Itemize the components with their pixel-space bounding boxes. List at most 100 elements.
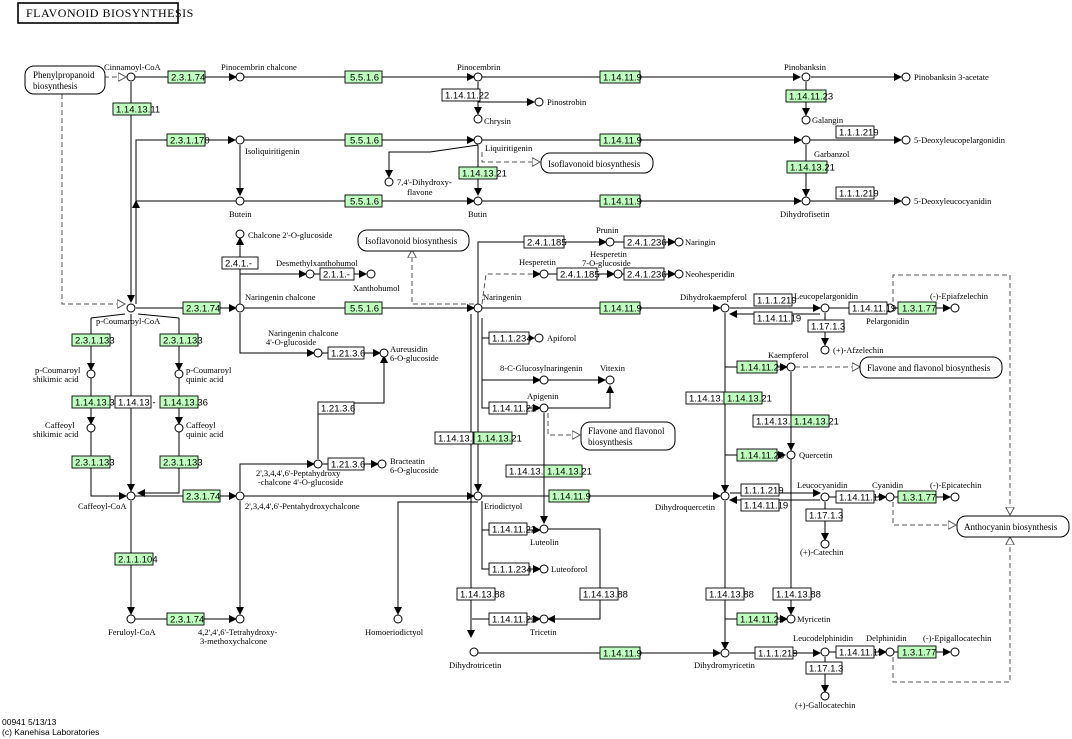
enzyme-box[interactable]: 1.1.1.234: [488, 331, 532, 345]
enzyme-box[interactable]: 2.4.1.185: [523, 235, 567, 249]
map-anthocyanin[interactable]: Anthocyanin biosynthesis: [956, 515, 1070, 538]
ec-number: 1.3.1.77: [902, 493, 936, 504]
enzyme-box[interactable]: 1.14.13.88: [705, 587, 754, 601]
enzyme-box[interactable]: 1.14.11.23: [785, 89, 833, 103]
enzyme-box[interactable]: 1.14.13.88: [434, 431, 483, 445]
enzyme-box[interactable]: 2.3.1.133: [159, 333, 203, 347]
enzyme-box[interactable]: 2.3.1.74: [182, 301, 221, 315]
enzyme-box[interactable]: 1.21.3.6: [327, 457, 365, 471]
enzyme-box[interactable]: 2.3.1.133: [71, 333, 115, 347]
enzyme-box[interactable]: 1.14.11.22: [488, 401, 536, 415]
enzyme-box[interactable]: 1.1.1.219: [835, 125, 879, 139]
compound-label: Delphinidin: [866, 633, 907, 643]
enzyme-box[interactable]: 1.17.1.3: [805, 661, 843, 675]
enzyme-box[interactable]: 1.3.1.77: [897, 490, 937, 504]
enzyme-box[interactable]: 1.14.11.22: [488, 612, 536, 626]
enzyme-box[interactable]: 1.14.13.-: [114, 395, 156, 409]
enzyme-box[interactable]: 5.5.1.6: [344, 194, 383, 208]
enzyme-box[interactable]: 1.14.11.9: [599, 70, 642, 84]
enzyme-box[interactable]: 5.5.1.6: [344, 133, 383, 147]
compound-label: Kaempferol: [768, 350, 809, 360]
map-flavone-a[interactable]: Flavone and flavonol biosynthesis: [859, 356, 1003, 379]
enzyme-box[interactable]: 1.14.13.21: [723, 391, 772, 405]
enzyme-box[interactable]: 1.21.3.6: [317, 401, 355, 415]
enzyme-box[interactable]: 1.14.11.23: [736, 448, 784, 462]
ec-number: 1.14.13.21: [727, 394, 772, 405]
ec-number: 1.14.13.21: [462, 169, 507, 180]
enzyme-box[interactable]: 1.1.1.219: [753, 293, 797, 307]
enzyme-box[interactable]: 1.14.11.19: [740, 498, 788, 512]
enzyme-box[interactable]: 1.14.13.21: [786, 160, 835, 174]
enzyme-box[interactable]: 2.3.1.74: [182, 489, 221, 503]
node-caffeoyl-quinic: [174, 423, 184, 433]
map-label: Flavone and flavonol biosynthesis: [867, 363, 991, 373]
node-pinobanksin-3-acetate: [901, 72, 911, 82]
enzyme-box[interactable]: 1.14.13.21: [790, 414, 839, 428]
enzyme-box[interactable]: 1.3.1.77: [897, 301, 937, 315]
enzyme-box[interactable]: 1.14.11.22: [441, 88, 489, 102]
enzyme-box[interactable]: 2.4.1.236: [623, 235, 667, 249]
ec-number: 1.14.11.22: [492, 525, 536, 536]
map-flavone-b[interactable]: Flavone and flavonol biosynthesis: [580, 421, 676, 451]
enzyme-box[interactable]: 1.14.13.21: [458, 166, 507, 180]
compound-label: Butin: [468, 209, 488, 219]
enzyme-box[interactable]: 1.14.11.19: [835, 645, 883, 659]
enzyme-box[interactable]: 2.4.1.-: [221, 256, 259, 270]
enzyme-box[interactable]: 1.14.11.9: [599, 133, 642, 147]
compound-label: Caffeoyl: [186, 420, 216, 430]
ec-number: 1.1.1.219: [839, 128, 879, 139]
enzyme-box[interactable]: 1.21.3.6: [327, 346, 365, 360]
enzyme-box[interactable]: 5.5.1.6: [344, 301, 383, 315]
enzyme-box[interactable]: 1.14.11.9: [599, 194, 642, 208]
enzyme-box[interactable]: 1.14.13.88: [456, 587, 505, 601]
enzyme-box[interactable]: 1.14.11.19: [835, 490, 883, 504]
compound-label: (+)-Catechin: [800, 547, 844, 557]
enzyme-box[interactable]: 2.4.1.185: [556, 267, 600, 281]
enzyme-box[interactable]: 1.17.1.3: [807, 319, 845, 333]
enzyme-box[interactable]: 2.3.1.74: [167, 70, 206, 84]
enzyme-box[interactable]: 1.14.11.23: [736, 612, 784, 626]
enzyme-box[interactable]: 1.14.11.22: [488, 522, 536, 536]
ec-number: 1.1.1.219: [744, 486, 784, 497]
enzyme-box[interactable]: 1.14.11.19: [848, 301, 896, 315]
ec-number: 1.14.13.21: [794, 417, 839, 428]
enzyme-box[interactable]: 1.14.13.88: [772, 587, 821, 601]
enzyme-box[interactable]: 1.1.1.219: [740, 483, 784, 497]
enzyme-box[interactable]: 2.3.1.170: [166, 133, 210, 147]
enzyme-box[interactable]: 1.14.13.36: [159, 395, 208, 409]
enzyme-box[interactable]: 1.14.13.21: [473, 431, 522, 445]
compound-label: 6-O-glucoside: [390, 465, 439, 475]
enzyme-box[interactable]: 1.14.13.36: [71, 395, 120, 409]
enzyme-box[interactable]: 2.3.1.133: [159, 455, 203, 469]
node-naringin: [674, 237, 684, 247]
enzyme-box[interactable]: 2.4.1.236: [623, 267, 667, 281]
enzyme-box[interactable]: 1.1.1.219: [835, 186, 879, 200]
map-isoflavonoid-a[interactable]: Isoflavonoid biosynthesis: [540, 152, 654, 174]
enzyme-box[interactable]: 1.14.13.21: [543, 464, 592, 478]
enzyme-box[interactable]: 1.14.11.23: [736, 360, 784, 374]
map-label: Isoflavonoid biosynthesis: [365, 236, 458, 246]
node-p-coumaroyl-quinic: [174, 369, 184, 379]
enzyme-box[interactable]: 1.1.1.234: [488, 562, 532, 576]
enzyme-box[interactable]: 1.14.13.88: [579, 587, 628, 601]
ec-number: 2.3.1.133: [163, 458, 203, 469]
ec-number: 1.14.11.9: [603, 136, 642, 147]
enzyme-box[interactable]: 1.14.11.19: [753, 311, 801, 325]
enzyme-box[interactable]: 2.3.1.133: [71, 455, 115, 469]
map-phenylpropanoid[interactable]: Phenylpropanoid biosynthesis: [24, 65, 106, 95]
enzyme-box[interactable]: 1.1.1.219: [754, 646, 798, 660]
enzyme-box[interactable]: 1.14.11.9: [548, 489, 591, 503]
enzyme-box[interactable]: 1.17.1.3: [805, 508, 843, 522]
enzyme-box[interactable]: 5.5.1.6: [344, 70, 383, 84]
enzyme-box[interactable]: 2.1.1.104: [114, 552, 158, 566]
enzyme-box[interactable]: 2.3.1.74: [166, 612, 205, 626]
ec-number: 1.14.13.88: [509, 467, 554, 478]
ec-number: 1.14.13.88: [776, 590, 821, 601]
enzyme-box[interactable]: 1.14.11.9: [599, 646, 642, 660]
ec-number: 1.21.3.6: [331, 349, 365, 360]
enzyme-box[interactable]: 1.3.1.77: [897, 645, 937, 659]
enzyme-box[interactable]: 1.14.13.11: [112, 102, 160, 116]
map-isoflavonoid-b[interactable]: Isoflavonoid biosynthesis: [357, 229, 470, 252]
enzyme-box[interactable]: 1.14.11.9: [599, 301, 642, 315]
enzyme-box[interactable]: 2.1.1.-: [319, 267, 355, 281]
